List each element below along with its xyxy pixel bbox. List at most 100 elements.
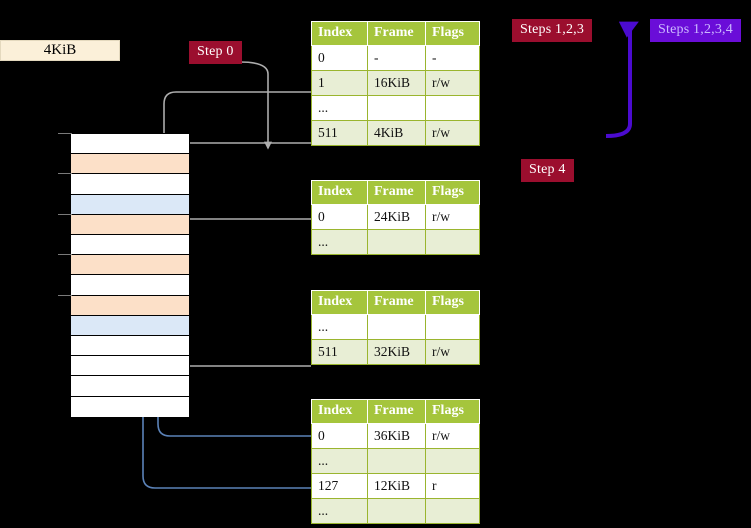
memory-frame-row	[71, 376, 189, 397]
cell-frame	[367, 95, 426, 121]
badge-steps-123-label: Steps 1,2,3	[520, 22, 585, 37]
cell-frame: 32KiB	[367, 339, 426, 365]
cell-frame	[367, 229, 426, 255]
memory-boundary-tick	[58, 294, 72, 296]
cell-flags	[425, 314, 480, 340]
memory-frame-row	[71, 134, 189, 155]
frame-4kib-label: 4KiB	[43, 42, 77, 58]
cell-index: 0	[311, 45, 368, 71]
cell-flags: r	[425, 473, 480, 499]
cell-flags	[425, 498, 480, 524]
memory-boundary-tick	[58, 254, 72, 256]
memory-frame-row	[71, 235, 189, 256]
table-row[interactable]: ...	[311, 498, 480, 524]
cell-index: ...	[311, 229, 368, 255]
memory-frame-row	[71, 214, 189, 235]
memory-frame-row	[71, 174, 189, 195]
wire-steps-1234-loop	[605, 21, 639, 138]
badge-steps-1234: Steps 1,2,3,4	[650, 19, 741, 42]
memory-frame-row	[71, 315, 189, 336]
column-header-frame: Frame	[367, 21, 426, 46]
cell-frame: 12KiB	[367, 473, 426, 499]
cell-index: ...	[311, 448, 368, 474]
column-header-flags: Flags	[425, 290, 480, 315]
physical-memory-column	[70, 133, 190, 417]
column-header-index: Index	[311, 290, 368, 315]
cell-index: ...	[311, 498, 368, 524]
badge-step-4: Step 4	[521, 159, 574, 182]
column-header-index: Index	[311, 180, 368, 205]
column-header-flags: Flags	[425, 180, 480, 205]
cell-frame: -	[367, 45, 426, 71]
cell-frame	[367, 314, 426, 340]
cell-frame: 16KiB	[367, 70, 426, 96]
column-header-frame: Frame	[367, 290, 426, 315]
memory-boundary-tick	[58, 173, 72, 175]
memory-boundary-tick	[58, 133, 72, 134]
column-header-flags: Flags	[425, 399, 480, 424]
cell-frame: 24KiB	[367, 204, 426, 230]
memory-boundary-tick	[58, 213, 72, 215]
cell-frame	[367, 498, 426, 524]
cell-flags: r/w	[425, 204, 480, 230]
cell-index: ...	[311, 314, 368, 340]
cell-flags: r/w	[425, 70, 480, 96]
memory-frame-row	[71, 396, 189, 417]
memory-frame-row	[71, 194, 189, 215]
cell-flags	[425, 448, 480, 474]
cell-flags: -	[425, 45, 480, 71]
cell-index: 1	[311, 70, 368, 96]
memory-frame-row	[71, 356, 189, 377]
column-header-index: Index	[311, 21, 368, 46]
wire-4kib-to-memory	[239, 61, 272, 150]
wire-l1-row0-to-memory	[174, 218, 311, 264]
cell-frame	[367, 448, 426, 474]
cell-index: 0	[311, 204, 368, 230]
memory-frame-row	[71, 295, 189, 316]
memory-frame-row	[71, 336, 189, 357]
memory-frame-row	[71, 275, 189, 296]
badge-steps-1234-label: Steps 1,2,3,4	[658, 22, 733, 37]
cell-index: 127	[311, 473, 368, 499]
table-row[interactable]: ...	[311, 95, 480, 121]
column-header-frame: Frame	[367, 399, 426, 424]
table-row[interactable]: ...	[311, 314, 480, 340]
frame-4kib-box: 4KiB	[0, 40, 120, 61]
cell-flags: r/w	[425, 423, 480, 449]
cell-frame: 36KiB	[367, 423, 426, 449]
badge-step-0-label: Step 0	[197, 44, 234, 59]
cell-flags	[425, 95, 480, 121]
cell-flags	[425, 229, 480, 255]
memory-frame-row	[71, 154, 189, 175]
column-header-flags: Flags	[425, 21, 480, 46]
cell-index: 511	[311, 339, 368, 365]
column-header-index: Index	[311, 399, 368, 424]
badge-step-4-label: Step 4	[529, 162, 566, 177]
badge-steps-123: Steps 1,2,3	[512, 19, 593, 42]
table-row[interactable]: ...	[311, 229, 480, 255]
table-row[interactable]: ...	[311, 448, 480, 474]
cell-flags: r/w	[425, 339, 480, 365]
column-header-frame: Frame	[367, 180, 426, 205]
badge-step-0: Step 0	[189, 41, 242, 64]
cell-frame: 4KiB	[367, 120, 426, 146]
table-row[interactable]: 0--	[311, 45, 480, 71]
cell-flags: r/w	[425, 120, 480, 146]
cell-index: 511	[311, 120, 368, 146]
wire-l0-row511-to-memory	[170, 142, 311, 158]
